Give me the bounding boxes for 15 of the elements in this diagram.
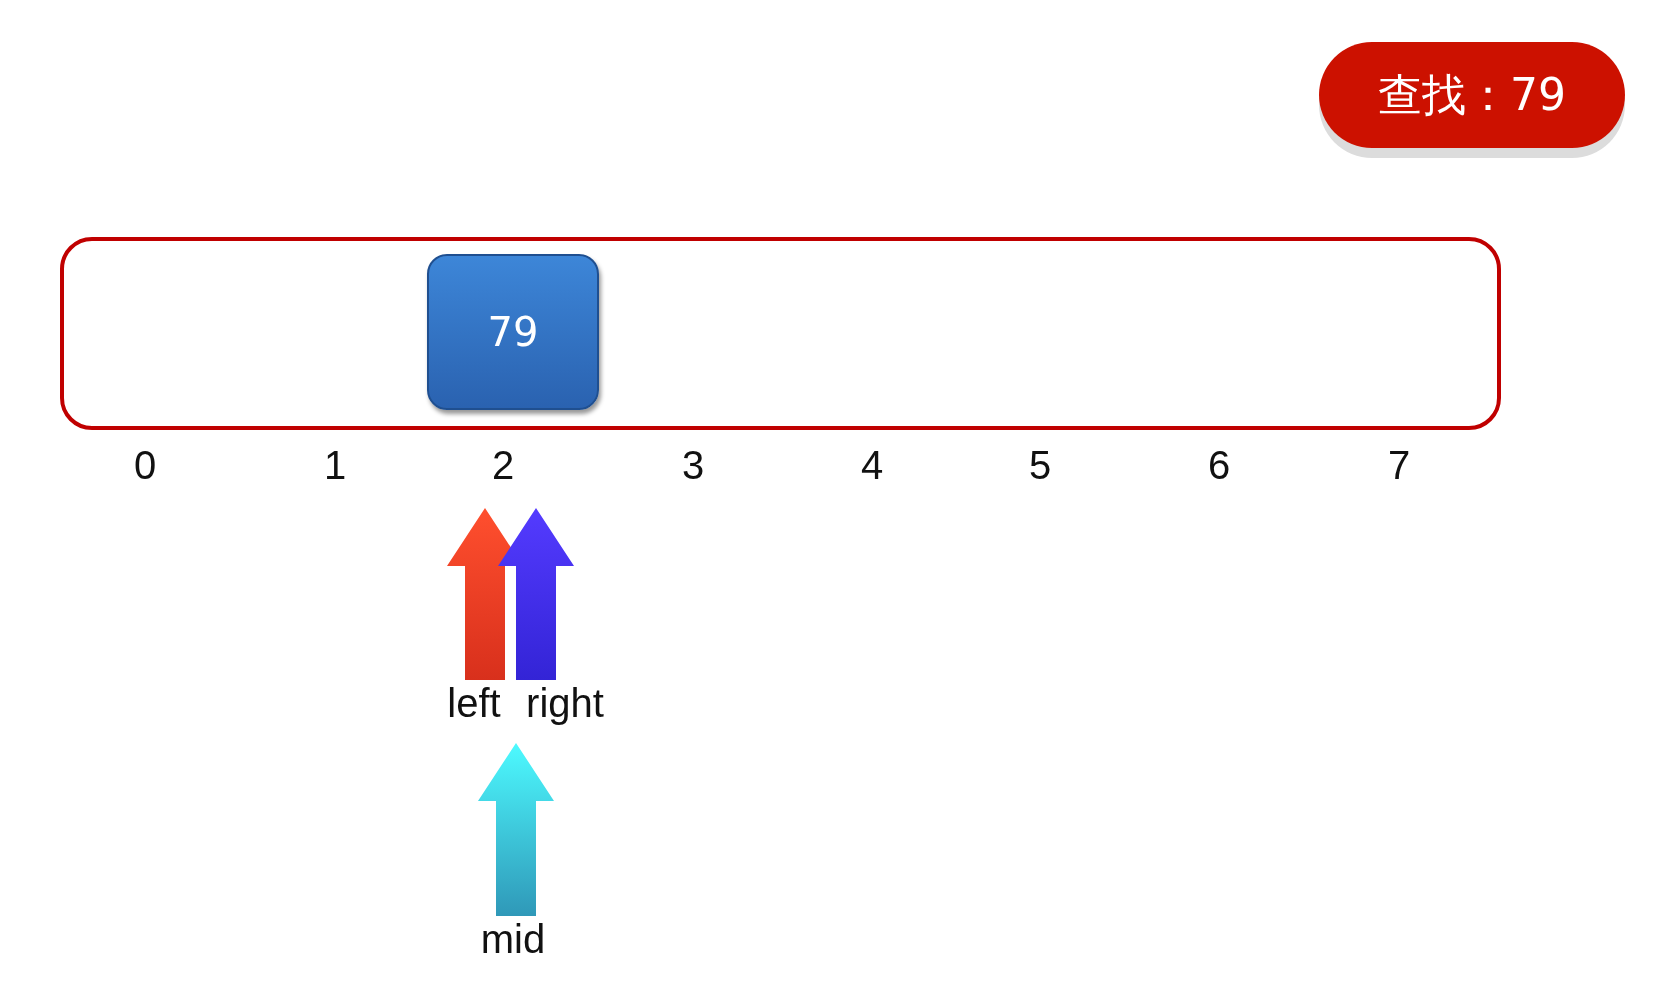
pointer-label: left xyxy=(441,680,507,726)
index-number: 7 xyxy=(1386,442,1412,488)
index-number: 3 xyxy=(680,442,706,488)
index-number: 5 xyxy=(1027,442,1053,488)
pointer-label: mid xyxy=(470,916,556,962)
index-number: 6 xyxy=(1206,442,1232,488)
index-number: 2 xyxy=(490,442,516,488)
array-frame xyxy=(60,237,1501,430)
up-arrow xyxy=(478,743,554,916)
pointer-label: right xyxy=(510,680,620,726)
up-arrow xyxy=(498,508,574,680)
index-number: 1 xyxy=(322,442,348,488)
array-element: 79 xyxy=(427,254,599,410)
index-number: 0 xyxy=(132,442,158,488)
index-number: 4 xyxy=(859,442,885,488)
